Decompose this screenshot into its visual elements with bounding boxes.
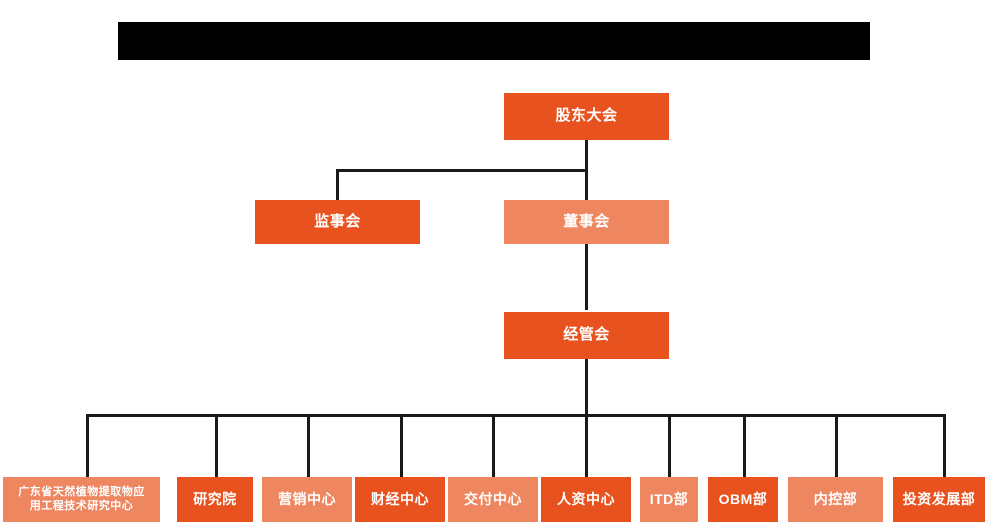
node-hr-center-label: 人资中心 <box>557 490 615 507</box>
connector-level1-horizontal <box>336 169 588 172</box>
node-itd-dept[interactable]: ITD部 <box>640 477 698 522</box>
connector-drop-hr-center <box>585 414 588 477</box>
node-research-center-label-line1: 广东省天然植物提取物应 <box>18 485 145 498</box>
node-internal-control-dept[interactable]: 内控部 <box>788 477 883 522</box>
node-research-center-label-line2: 用工程技术研究中心 <box>29 499 134 512</box>
connector-directors-to-management <box>585 243 588 310</box>
connector-drop-research-center <box>86 414 89 477</box>
connector-shareholders-down <box>585 140 588 171</box>
node-shareholders-label: 股东大会 <box>555 107 618 125</box>
node-finance-center-label: 财经中心 <box>371 490 429 507</box>
connector-to-supervisors <box>336 169 339 201</box>
connector-drop-investment-development-dept <box>943 414 946 477</box>
node-supervisors[interactable]: 监事会 <box>255 200 420 244</box>
connector-drop-internal-control-dept <box>835 414 838 477</box>
node-delivery-center-label: 交付中心 <box>464 490 522 507</box>
node-obm-dept[interactable]: OBM部 <box>708 477 778 522</box>
connector-drop-itd-dept <box>668 414 671 477</box>
node-institute-label: 研究院 <box>193 490 237 507</box>
node-marketing-center[interactable]: 营销中心 <box>262 477 352 522</box>
connector-drop-institute <box>215 414 218 477</box>
node-shareholders[interactable]: 股东大会 <box>504 93 669 140</box>
node-investment-development-dept-label: 投资发展部 <box>902 490 976 507</box>
node-obm-dept-label: OBM部 <box>718 490 768 507</box>
node-management[interactable]: 经管会 <box>504 312 669 359</box>
node-research-center[interactable]: 广东省天然植物提取物应 用工程技术研究中心 <box>3 477 160 522</box>
node-finance-center[interactable]: 财经中心 <box>355 477 445 522</box>
node-institute[interactable]: 研究院 <box>177 477 253 522</box>
node-supervisors-label: 监事会 <box>314 212 361 230</box>
node-investment-development-dept[interactable]: 投资发展部 <box>893 477 985 522</box>
node-hr-center[interactable]: 人资中心 <box>541 477 631 522</box>
node-directors-label: 董事会 <box>563 212 610 230</box>
node-marketing-center-label: 营销中心 <box>278 490 336 507</box>
connector-drop-delivery-center <box>492 414 495 477</box>
connector-drop-marketing-center <box>307 414 310 477</box>
redacted-title-bar <box>118 22 870 60</box>
connector-drop-obm-dept <box>743 414 746 477</box>
node-internal-control-dept-label: 内控部 <box>813 490 858 507</box>
node-research-center-label: 广东省天然植物提取物应 用工程技术研究中心 <box>14 486 149 514</box>
connector-departments-bus <box>86 414 946 417</box>
node-delivery-center[interactable]: 交付中心 <box>448 477 538 522</box>
connector-management-down <box>585 359 588 417</box>
node-management-label: 经管会 <box>563 326 610 344</box>
connector-drop-finance-center <box>400 414 403 477</box>
node-itd-dept-label: ITD部 <box>649 490 689 507</box>
node-directors[interactable]: 董事会 <box>504 200 669 244</box>
connector-to-directors <box>585 169 588 201</box>
